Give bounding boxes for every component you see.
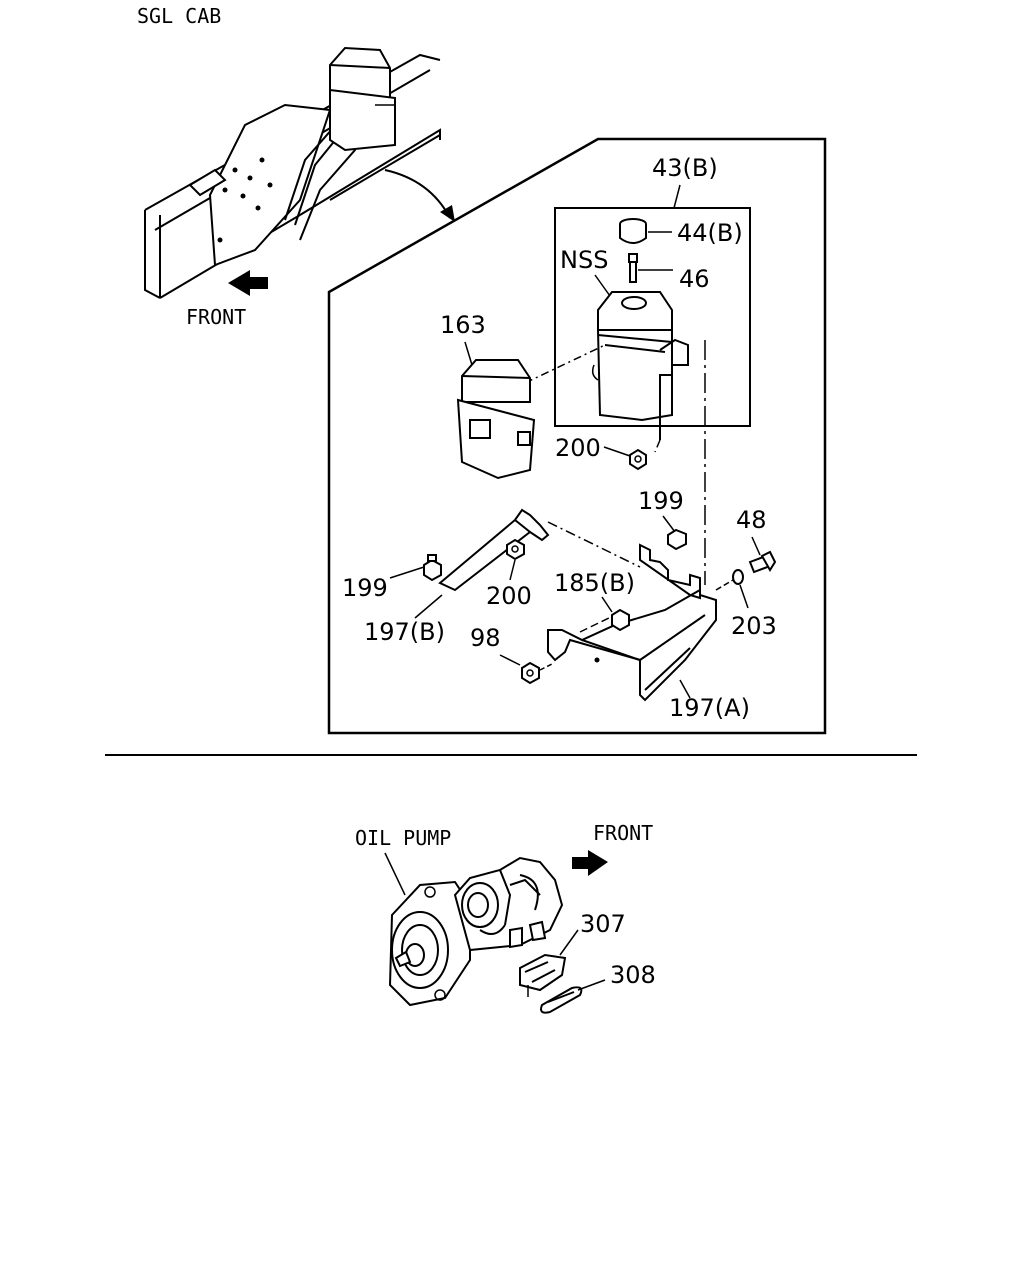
bolt-199a <box>667 528 687 551</box>
callout-200a: 200 <box>555 434 601 462</box>
bolt-185b <box>611 608 630 632</box>
callout-308: 308 <box>610 961 656 989</box>
bolt-199b <box>423 554 442 582</box>
callout-44b: 44(B) <box>677 219 743 247</box>
callout-307: 307 <box>580 910 626 938</box>
pin-part <box>628 253 638 283</box>
callout-199b: 199 <box>342 574 388 602</box>
clip-308 <box>540 986 583 1014</box>
callout-197b: 197(B) <box>364 618 445 646</box>
reservoir-tank <box>591 291 673 422</box>
clamp-307 <box>519 953 567 997</box>
callout-46: 46 <box>679 265 710 293</box>
callout-43b: 43(B) <box>652 154 718 182</box>
callout-185b: 185(B) <box>554 569 635 597</box>
oil-pump-section: OIL PUMP FRONT <box>355 821 656 1014</box>
strap-197b <box>438 508 550 592</box>
nut-200a <box>629 448 647 471</box>
bolt-48 <box>748 550 777 574</box>
shield-cover <box>456 359 536 480</box>
callout-nss: NSS <box>560 246 608 274</box>
callout-197a: 197(A) <box>669 694 750 722</box>
nut-98 <box>521 661 540 685</box>
oil-pump <box>388 856 564 1007</box>
front-label-bottom: FRONT <box>593 821 653 845</box>
detail-box: 43(B) 44(B) NSS 46 <box>327 137 827 735</box>
bracket-197a <box>547 543 717 702</box>
callout-203: 203 <box>731 612 777 640</box>
nut-200b <box>506 538 525 561</box>
front-label-top: FRONT <box>186 305 246 329</box>
callout-98: 98 <box>470 624 501 652</box>
callout-48: 48 <box>736 506 767 534</box>
cap-part <box>619 218 647 244</box>
oil-pump-label: OIL PUMP <box>355 826 451 850</box>
frame-overview: SGL CAB FRONT <box>137 4 455 329</box>
callout-199a: 199 <box>638 487 684 515</box>
callout-163: 163 <box>440 311 486 339</box>
sgl-cab-title: SGL CAB <box>137 4 221 28</box>
callout-200b: 200 <box>486 582 532 610</box>
